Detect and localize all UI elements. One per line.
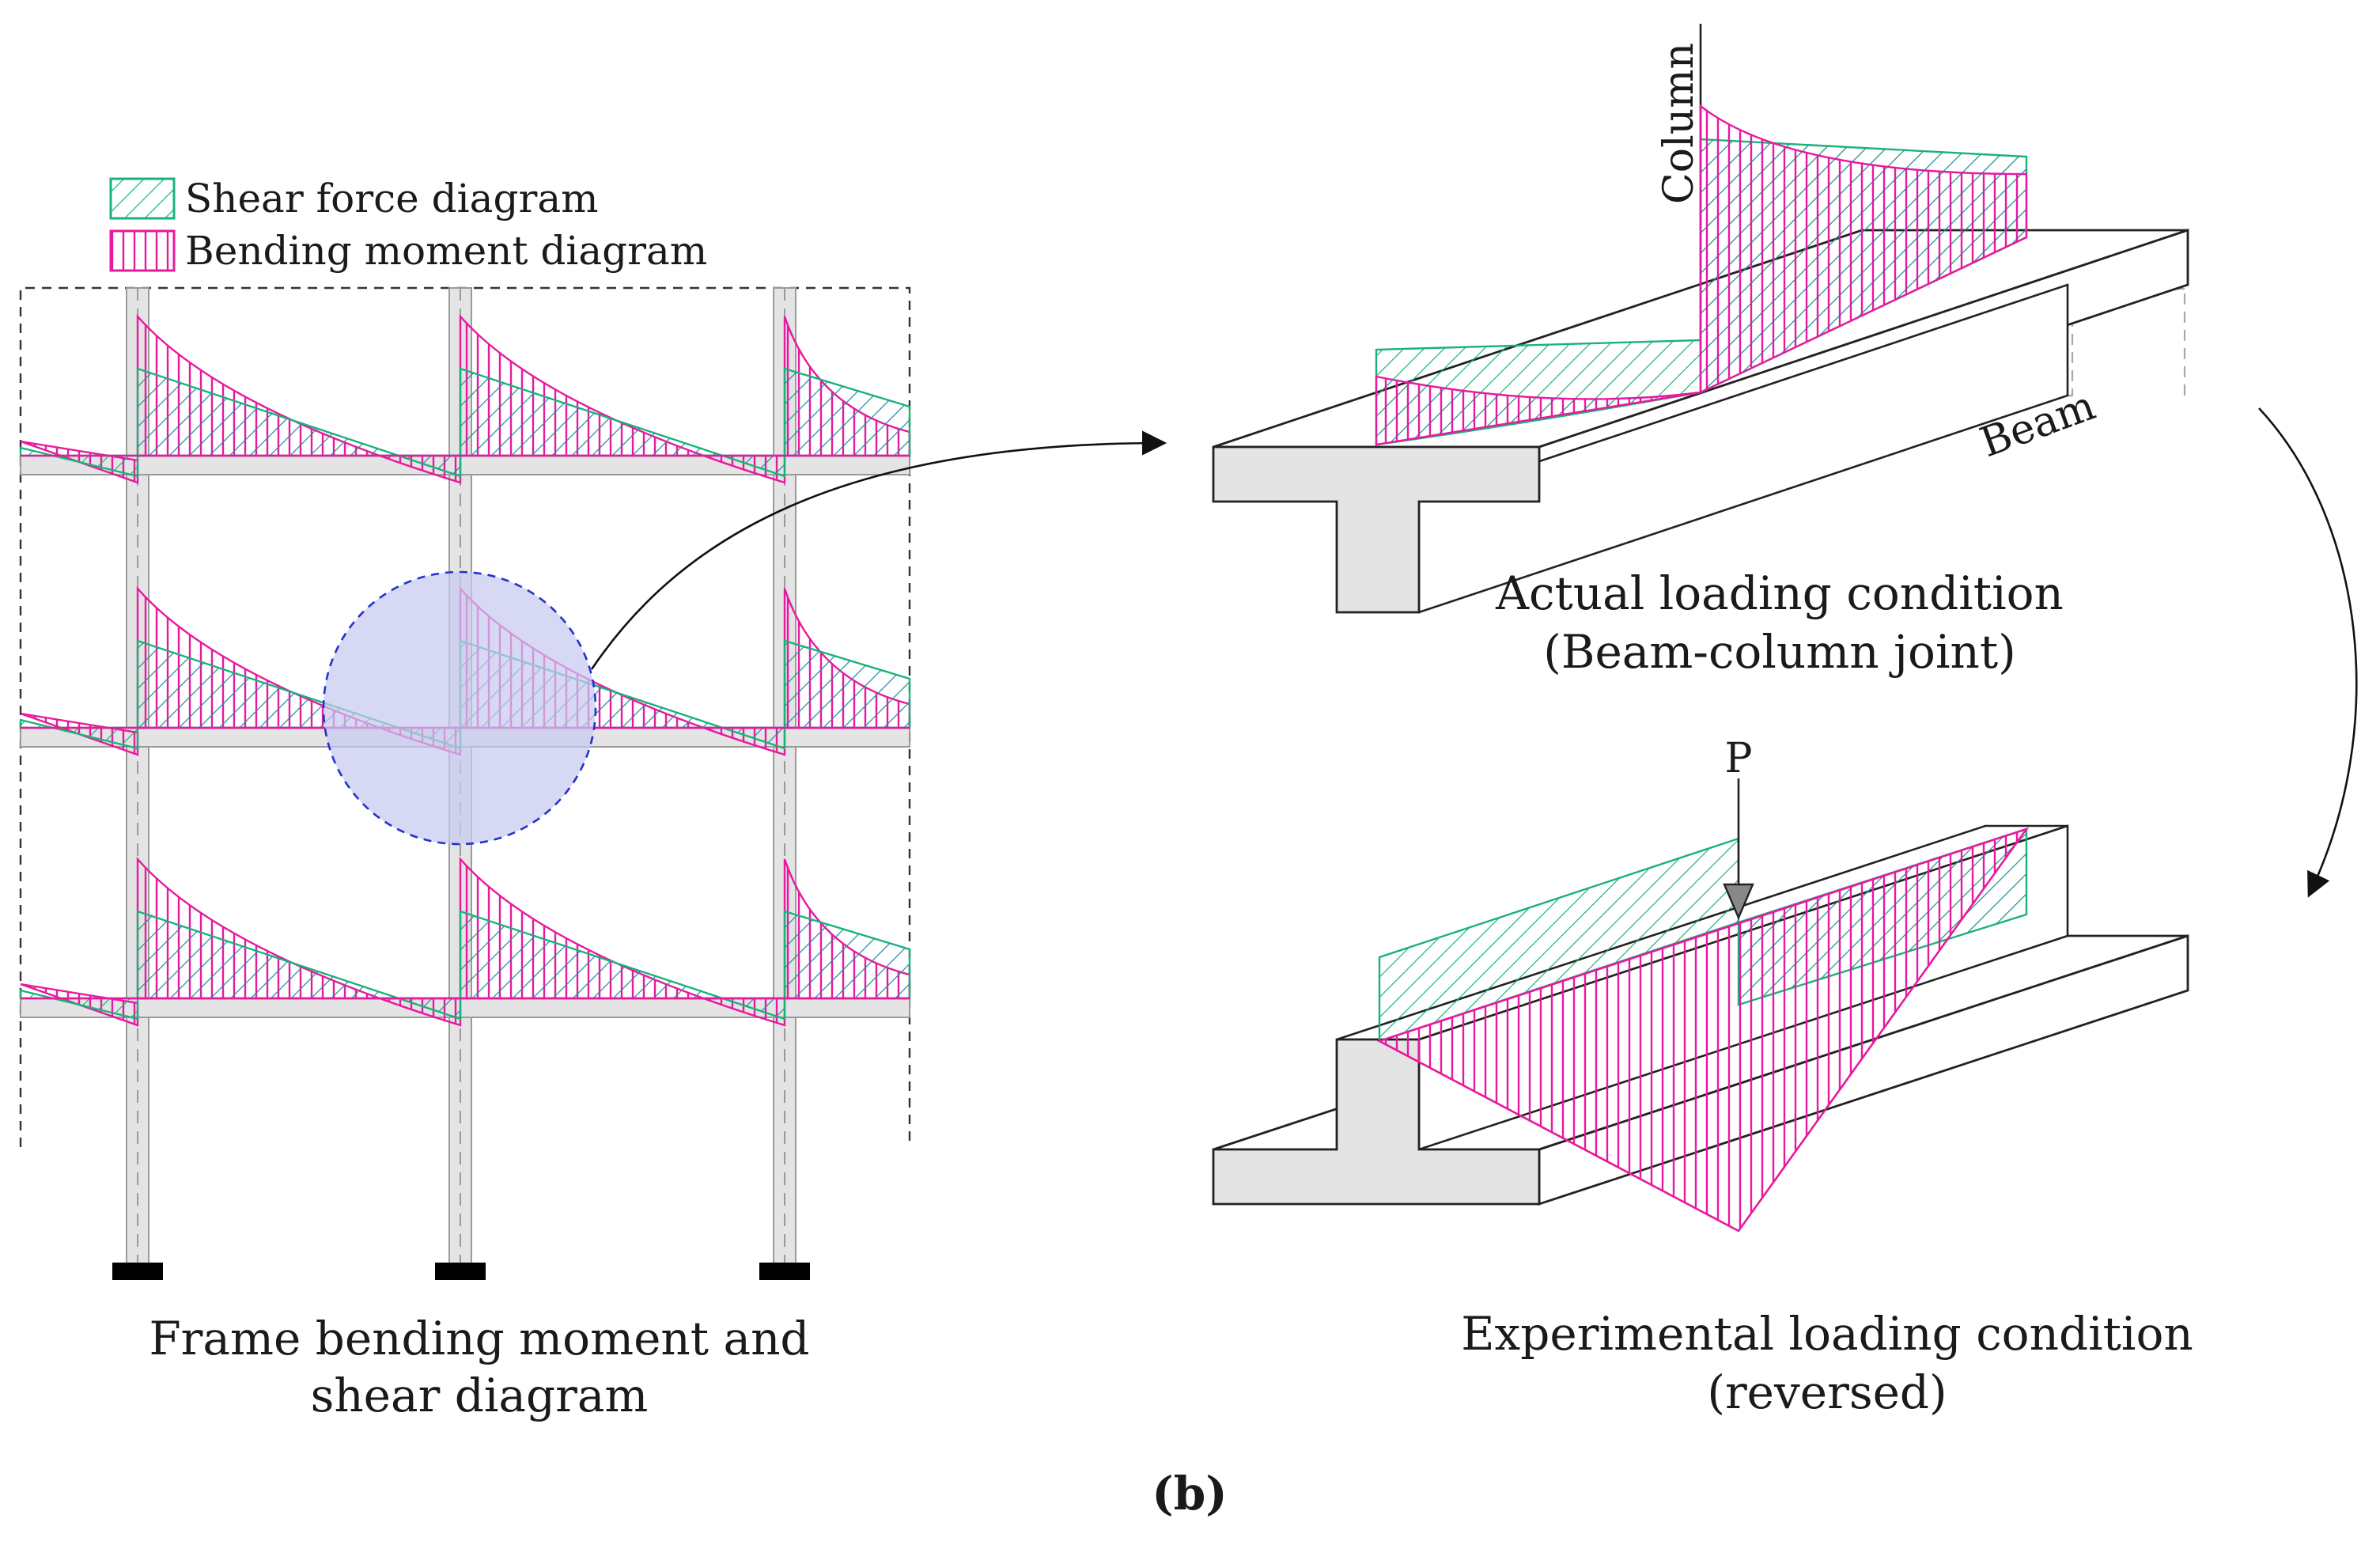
- overlap-hatch: [785, 369, 910, 456]
- legend-shear-label: Shear force diagram: [185, 176, 599, 222]
- legend-item-shear: Shear force diagram: [109, 176, 599, 222]
- support: [435, 1263, 486, 1280]
- actual-force-diagrams: [1375, 104, 2028, 446]
- exp-force-diagrams: [1376, 827, 2030, 1233]
- legend: Shear force diagram Bending moment diagr…: [109, 176, 707, 274]
- support: [759, 1263, 810, 1280]
- shear-swatch: [109, 177, 176, 220]
- overlap-hatch: [785, 911, 910, 998]
- actual-loading-diagram: Column Beam Actual loading condition (Be…: [1212, 24, 2189, 679]
- exp-caption-line2: (reversed): [1707, 1365, 1947, 1419]
- overlap-hatch: [138, 369, 460, 476]
- callout-arrow: [590, 430, 1167, 670]
- column-label: Column: [1655, 43, 1703, 204]
- overlap-hatch: [460, 911, 785, 1019]
- bending-swatch: [109, 229, 176, 272]
- overlap-hatch: [138, 911, 460, 1019]
- joint-highlight: [322, 570, 597, 846]
- frame-caption-line1: Frame bending moment and: [149, 1312, 809, 1365]
- overlap-hatch: [1701, 139, 2026, 392]
- legend-item-bending: Bending moment diagram: [109, 228, 707, 274]
- overlap-hatch: [460, 369, 785, 476]
- overlap-hatch: [1376, 377, 1701, 445]
- exp-caption-line1: Experimental loading condition: [1461, 1307, 2193, 1361]
- experimental-loading-diagram: P Experimental loading condition (revers…: [1212, 735, 2193, 1419]
- overlap-hatch: [785, 641, 910, 728]
- frame-diagram: Frame bending moment and shear diagram: [19, 286, 911, 1422]
- figure-label: (b): [1152, 1467, 1227, 1520]
- frame-supports: [112, 1263, 810, 1280]
- frame-caption-line2: shear diagram: [311, 1369, 649, 1422]
- legend-bending-label: Bending moment diagram: [185, 228, 707, 274]
- actual-caption-line1: Actual loading condition: [1495, 566, 2064, 620]
- exp-cross-section: [1212, 1038, 1541, 1206]
- beam-cross-section: [1212, 445, 1541, 614]
- load-arrow-head: [1723, 883, 1754, 921]
- load-label: P: [1725, 735, 1753, 782]
- transform-arrow: [2258, 407, 2358, 898]
- support: [112, 1263, 163, 1280]
- moment-triangle: [1376, 827, 2030, 1233]
- actual-caption-line2: (Beam-column joint): [1543, 625, 2016, 679]
